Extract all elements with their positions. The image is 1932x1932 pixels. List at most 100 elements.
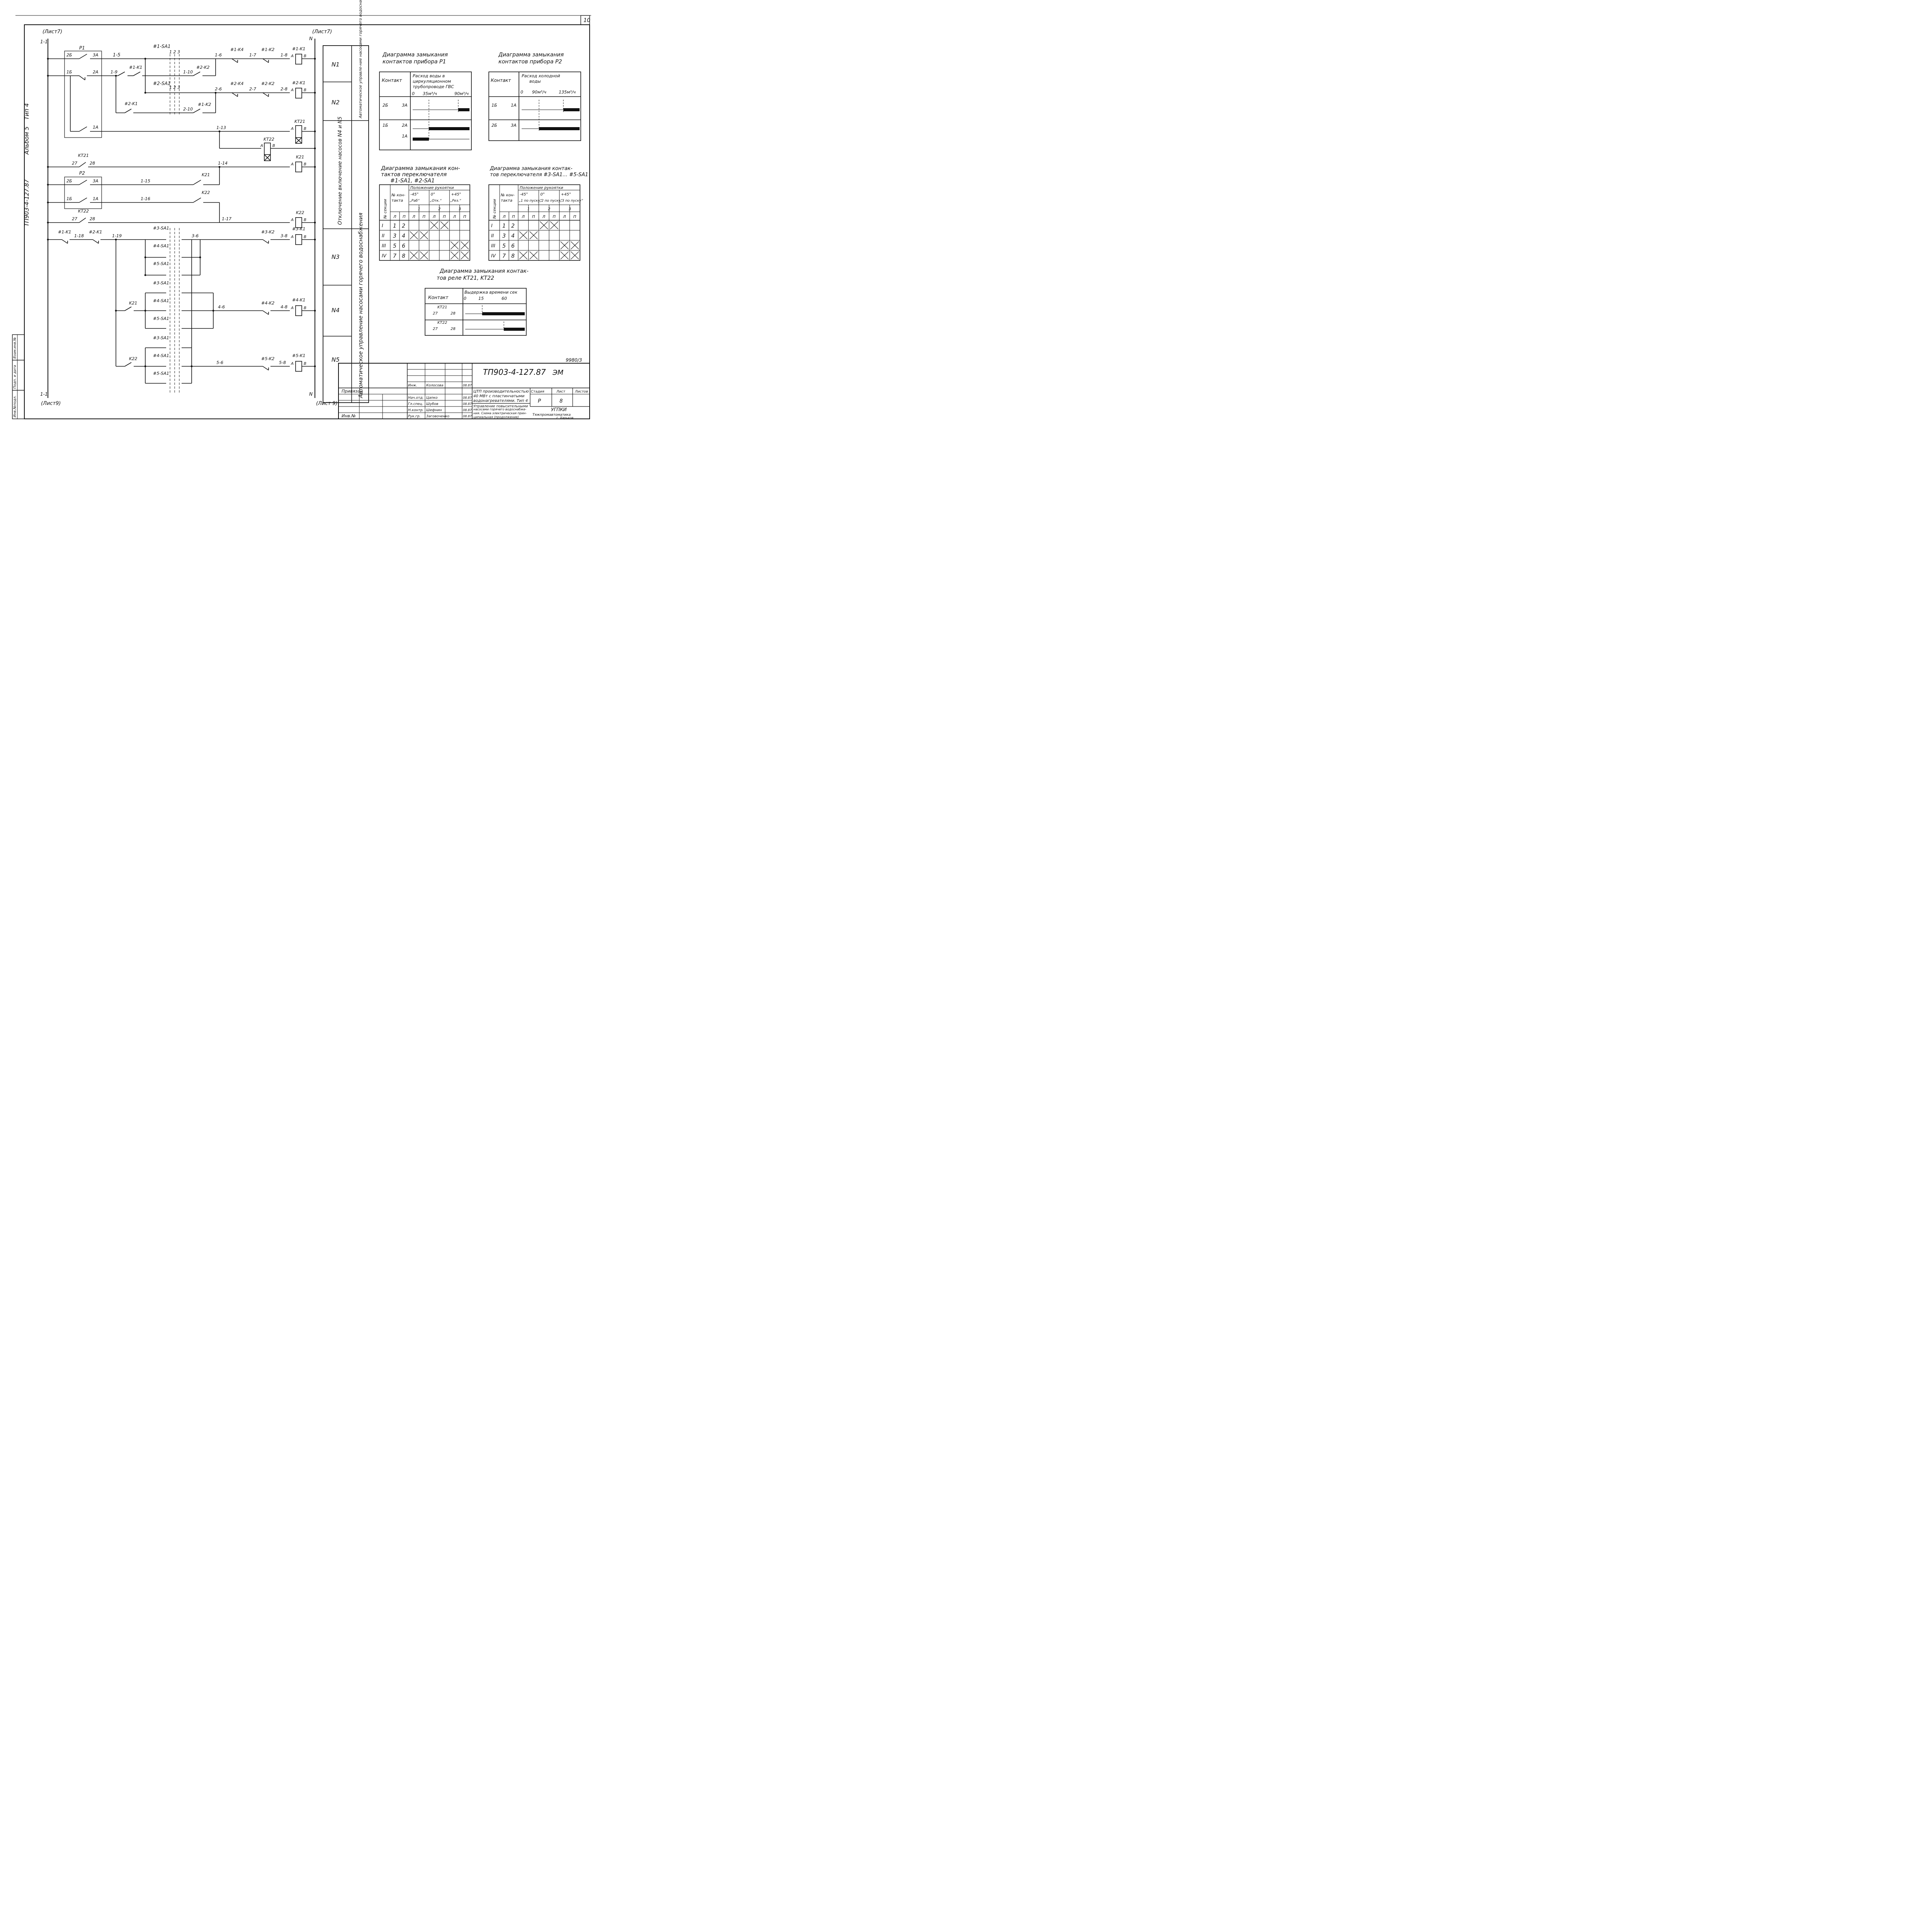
tb-h-sheet: Лист <box>556 390 566 394</box>
lp-label: П <box>532 215 535 219</box>
k2-4-label: #4-K2 <box>261 301 274 306</box>
coil9-a: A <box>291 362 294 366</box>
coil7-b: B <box>304 235 306 239</box>
closed-mark <box>539 221 548 230</box>
row-contact-b: 4 <box>402 233 405 239</box>
k1-2c-label: #2-K1 <box>89 230 102 235</box>
coil9-b: B <box>304 362 306 366</box>
wire-2-10: 2-10 <box>183 107 193 112</box>
row-contact-a: 3 <box>393 233 396 239</box>
ref-bottom-right: (Лист 9) <box>316 401 338 406</box>
k1-2b-label: #2-K1 <box>124 101 138 106</box>
p1-row2-1a: 1А <box>402 134 408 139</box>
tb-org-3: г. Харьков <box>556 416 573 420</box>
coil6-b: B <box>304 218 306 222</box>
sa1-5b-label: #5-SA1 <box>153 316 169 321</box>
closed-mark <box>410 231 418 240</box>
kt21-27: 27 <box>72 161 77 166</box>
coil5-b: B <box>304 162 306 167</box>
coil3-b: B <box>304 127 306 131</box>
bus-l-top-label: 1-1 <box>40 39 48 44</box>
k22-contact-b-label: K22 <box>129 356 137 361</box>
lp-label: Л <box>432 215 436 219</box>
p1-tick-0: 0 <box>412 91 415 96</box>
wire-1-14: 1-14 <box>218 161 228 166</box>
p1-row2-2a: 2А <box>402 123 408 128</box>
wire-1-13: 1-13 <box>216 125 226 130</box>
p2-row2-3a: 3А <box>511 123 517 128</box>
tb-date-3: 08.87 <box>463 408 472 412</box>
closed-mark <box>519 251 528 260</box>
contact-header-2: такта <box>391 199 403 203</box>
tb-name-1: Цапко <box>426 396 438 400</box>
lp-contact-l: Л <box>393 215 396 219</box>
p2-diag-flow-2: воды <box>529 79 541 84</box>
p1-3a: 3А <box>93 53 99 58</box>
tb-desc-4: Управление повысительными <box>473 405 528 408</box>
position-number: 1 <box>527 207 530 211</box>
tb-desc-2: 40 МВт с пластинчатыми <box>473 394 525 398</box>
section-n3: N3 <box>332 253 340 260</box>
tb-desc-3: водонагревателями. Тип 4 <box>473 399 528 403</box>
kt-r1-27: 27 <box>433 311 438 316</box>
p2-diag-flow-1: Расход холодной <box>522 73 560 78</box>
bus-l-bot-label: 1-1 <box>40 391 48 397</box>
closed-mark <box>570 241 579 250</box>
p1-tick-1: 35м³/ч <box>423 91 437 96</box>
closed-mark <box>461 251 469 260</box>
k2-1-label: #1-K2 <box>261 47 274 52</box>
sa1-3-label: #3-SA1 <box>153 226 169 231</box>
sa1-3c-label: #3-SA1 <box>153 335 169 340</box>
p1-label: P1 <box>79 45 85 51</box>
tb-name-4: Заговоченко <box>426 415 450 418</box>
wire-5-8: 5-8 <box>279 360 286 365</box>
tb-suffix: ЭМ <box>552 369 564 377</box>
section-desc-3: Автоматическое управление насосами горяч… <box>358 213 364 398</box>
sa1-5-label: #5-SA1 <box>153 261 169 266</box>
sa1-4-label: #4-SA1 <box>153 243 169 248</box>
tb-date-4: 08.87 <box>463 415 472 418</box>
wire-5-6: 5-6 <box>216 360 223 365</box>
wire-1-17: 1-17 <box>222 216 231 221</box>
kt-r1-28: 28 <box>451 311 456 316</box>
wire-2-8: 2-8 <box>281 87 287 92</box>
sheet-number: 10 <box>583 17 590 24</box>
closed-mark <box>560 241 569 250</box>
section-desc-1: Автоматическое управле-ние насосами горя… <box>358 0 363 119</box>
p1-row2-1b: 1Б <box>383 123 388 128</box>
lp-label: Л <box>453 215 456 219</box>
tb-date-1: 08.87 <box>463 396 472 400</box>
kt22-28: 28 <box>90 216 95 221</box>
section-header: № секции <box>493 199 497 219</box>
row-section: IV <box>382 253 387 259</box>
p1-1a: 1А <box>93 125 99 130</box>
kt-r2-name: KT22 <box>437 321 447 325</box>
title-block <box>338 363 590 419</box>
position-angle: +45° <box>451 192 461 197</box>
k2-2a-label: #2-K2 <box>196 65 209 70</box>
closed-mark <box>529 231 538 240</box>
row-contact-a: 5 <box>393 243 396 249</box>
row-section: I <box>491 223 493 228</box>
p2-tick-1: 90м³/ч <box>532 90 546 95</box>
closed-mark <box>410 251 418 260</box>
contact-header: № кон- <box>500 193 515 197</box>
kt-r2-27: 27 <box>433 327 438 331</box>
lp-label: П <box>423 215 426 219</box>
lp-label: П <box>463 215 466 219</box>
row-contact-b: 2 <box>402 223 405 229</box>
tb-name-2: Шубов <box>426 402 438 406</box>
coil5-a: A <box>291 162 294 167</box>
sa1-4c-label: #4-SA1 <box>153 353 169 358</box>
row-contact-b: 6 <box>402 243 405 249</box>
k1-3-label: #3-K1 <box>292 226 305 231</box>
p2-row1-1b: 1Б <box>492 103 497 108</box>
p2-1b: 1Б <box>66 196 72 201</box>
sw35-title-2: тов переключателя #3-SA1… #5-SA1 <box>490 172 588 178</box>
p2-row1-1a: 1А <box>511 103 517 108</box>
wire-1-7: 1-7 <box>249 53 256 58</box>
kt22-contact-label: KT22 <box>78 209 89 214</box>
side-code: ТП903-4-127.87 <box>23 179 30 226</box>
wire-2-7: 2-7 <box>249 87 256 92</box>
